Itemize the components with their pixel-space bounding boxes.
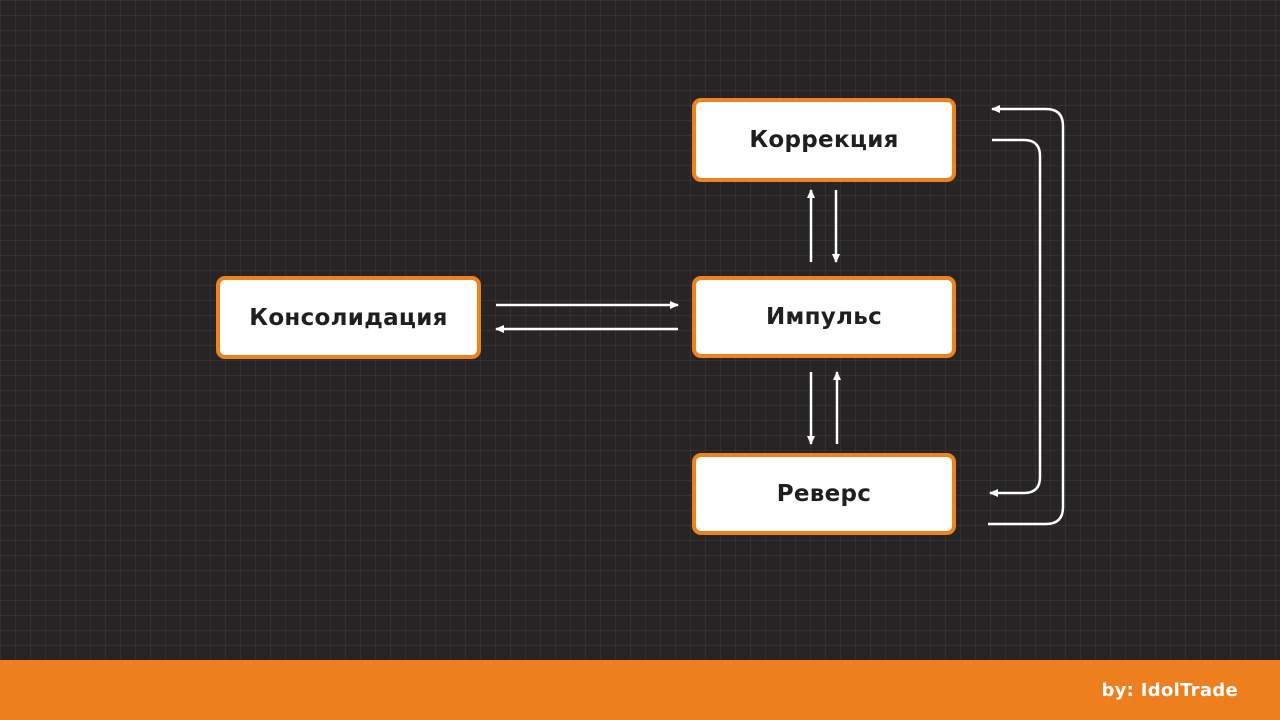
footer-bar: by: IdolTrade: [0, 660, 1280, 720]
diagram-canvas: Консолидация Импульс Коррекция Реверс: [0, 0, 1280, 660]
node-impulse-label: Импульс: [765, 304, 883, 330]
arrow-correction-to-reverse: [989, 138, 1042, 497]
author-credit: by: IdolTrade: [1101, 680, 1238, 701]
node-reverse-label: Реверс: [776, 481, 872, 507]
arrow-reverse-to-correction: [988, 105, 1065, 526]
node-correction-label: Коррекция: [749, 127, 899, 153]
node-reverse: Реверс: [692, 453, 956, 535]
node-consolidation: Консолидация: [216, 276, 481, 359]
node-consolidation-label: Консолидация: [249, 304, 448, 331]
node-correction: Коррекция: [692, 98, 956, 182]
node-impulse: Импульс: [692, 276, 956, 358]
arrows-layer: [495, 105, 1065, 526]
